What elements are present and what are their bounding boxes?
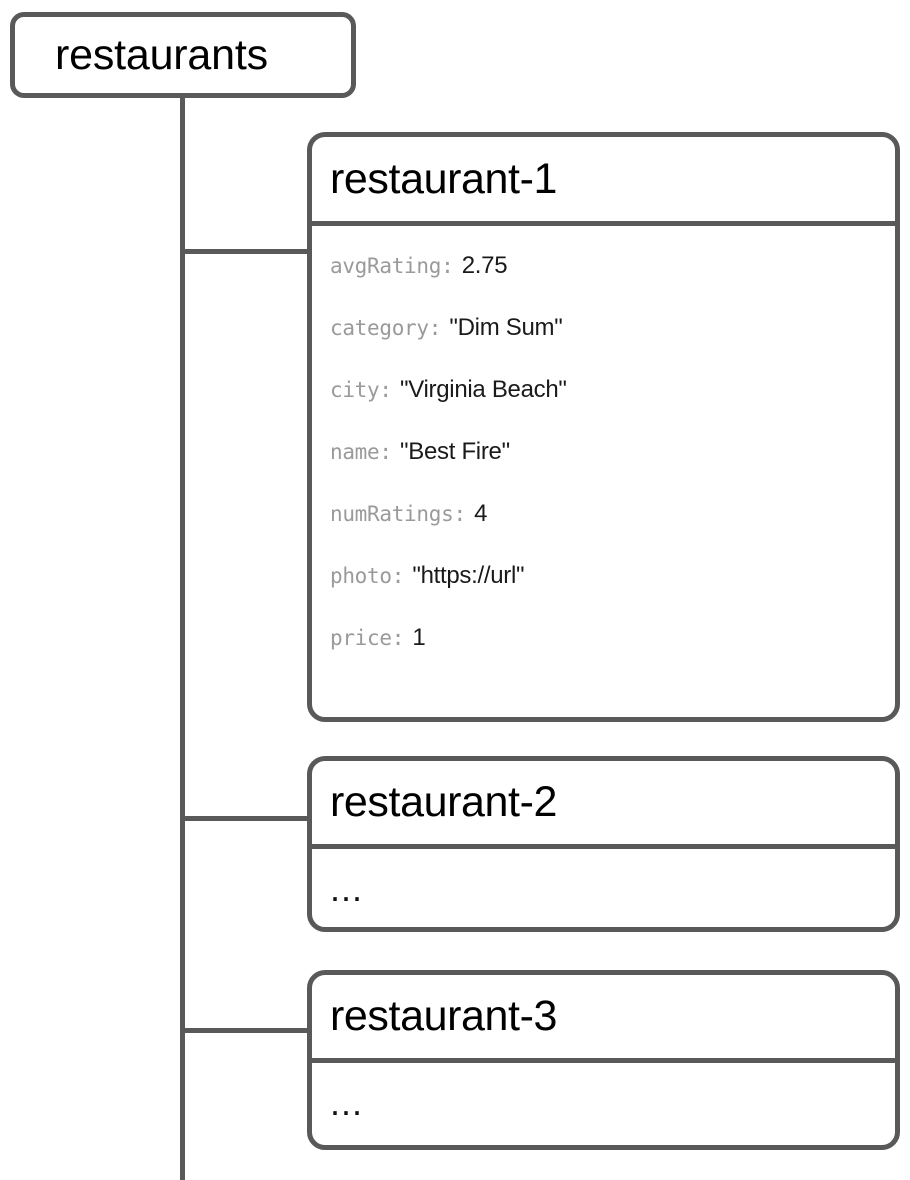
field-row: category : "Dim Sum": [330, 314, 895, 376]
field-key: price: [330, 626, 392, 650]
field-row: price : 1: [330, 624, 895, 686]
field-value: 4: [474, 500, 488, 527]
trunk-connector-line: [180, 97, 185, 1180]
document-card-restaurant-2[interactable]: restaurant-2 ...: [307, 756, 900, 932]
field-separator: :: [453, 502, 467, 526]
document-card-fields: ...: [312, 849, 895, 907]
field-separator: :: [391, 626, 405, 650]
document-card-title: restaurant-1: [330, 154, 558, 203]
field-key: name: [330, 440, 380, 464]
field-row: avgRating : 2.75: [330, 252, 895, 314]
field-row: photo : "https://url": [330, 562, 895, 624]
field-key: photo: [330, 564, 392, 588]
branch-connector-line-3: [180, 1028, 311, 1033]
field-row: numRatings : 4: [330, 500, 895, 562]
document-card-restaurant-1[interactable]: restaurant-1 avgRating : 2.75 category :…: [307, 132, 900, 722]
branch-connector-line-1: [180, 249, 311, 254]
field-value: "Virginia Beach": [400, 376, 567, 403]
field-separator: :: [391, 564, 405, 588]
field-value: "https://url": [412, 562, 525, 589]
document-card-header: restaurant-2: [312, 761, 895, 849]
document-card-title: restaurant-3: [330, 992, 558, 1040]
document-card-fields: avgRating : 2.75 category : "Dim Sum" ci…: [312, 226, 895, 686]
field-value: "Best Fire": [400, 438, 510, 465]
field-key: category: [330, 316, 429, 340]
collection-node-restaurants[interactable]: restaurants: [10, 12, 356, 98]
document-card-header: restaurant-1: [312, 137, 895, 226]
collapsed-fields-ellipsis: ...: [330, 1082, 364, 1123]
field-key: avgRating: [330, 254, 442, 278]
branch-connector-line-2: [180, 816, 311, 821]
field-key: numRatings: [330, 502, 454, 526]
field-separator: :: [428, 316, 442, 340]
field-key: city: [330, 378, 380, 402]
collection-node-label: restaurants: [55, 30, 268, 79]
field-value: "Dim Sum": [449, 314, 563, 341]
document-card-header: restaurant-3: [312, 975, 895, 1063]
field-separator: :: [441, 254, 454, 278]
field-row: name : "Best Fire": [330, 438, 895, 500]
field-row: city : "Virginia Beach": [330, 376, 895, 438]
field-separator: :: [379, 440, 393, 464]
collapsed-fields-ellipsis: ...: [330, 868, 364, 909]
field-separator: :: [379, 378, 393, 402]
document-card-restaurant-3[interactable]: restaurant-3 ...: [307, 970, 900, 1150]
document-card-fields: ...: [312, 1063, 895, 1121]
field-value: 1: [412, 624, 426, 651]
document-card-title: restaurant-2: [330, 778, 558, 826]
field-value: 2.75: [461, 252, 508, 279]
